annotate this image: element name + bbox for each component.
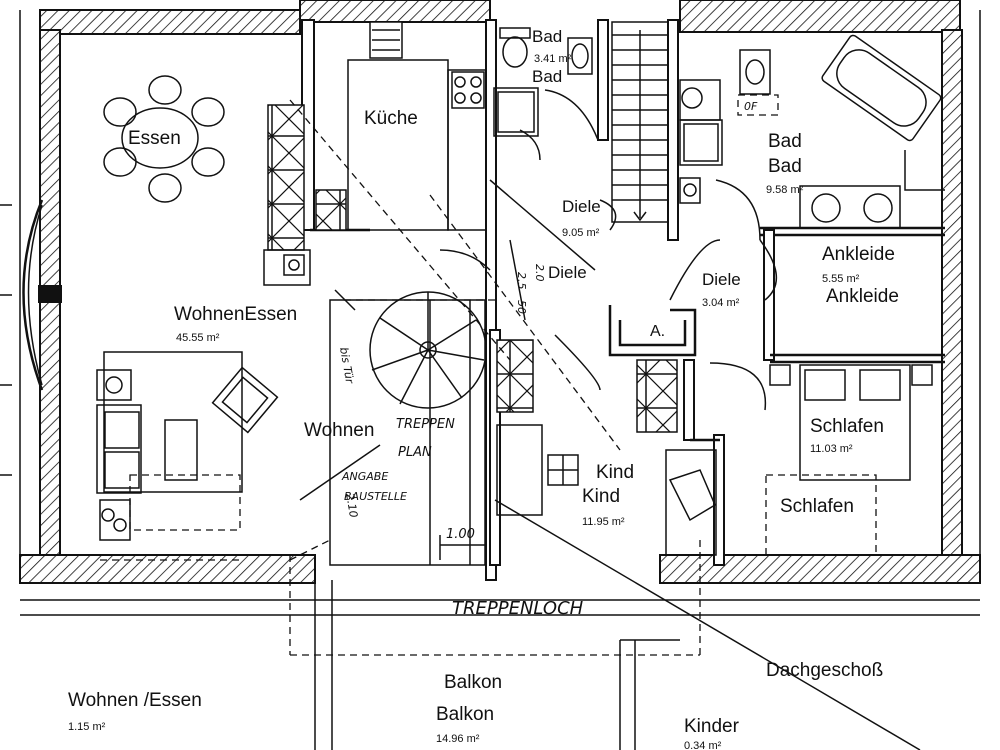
annotation-treppen: TREPPEN (396, 417, 455, 432)
room-label-diele-right: Diele (702, 270, 741, 289)
room-label-ankleide-2: Ankleide (826, 286, 899, 307)
roof-lines (100, 99, 921, 750)
kind-furniture (496, 339, 717, 556)
room-area-diele-right: 3.04 m² (702, 297, 740, 309)
room-label-kind: Kind (596, 462, 634, 483)
room-area-schlafen: 11.03 m² (810, 443, 853, 455)
room-area-diele-top: 9.05 m² (562, 227, 600, 239)
large-bath-fixtures (679, 34, 945, 241)
small-bath-fixtures (493, 27, 599, 141)
room-label-essen: Essen (128, 128, 181, 149)
dining-table (103, 75, 225, 203)
annotation-baustelle: BAUSTELLE (344, 490, 407, 503)
annotation-dim-20: 2.0 (533, 264, 546, 282)
annotation-bis-tuer: bis Tür (337, 346, 356, 386)
floor-label: Dachgeschoß (766, 660, 883, 681)
room-label-diele-mid: Diele (548, 263, 587, 282)
room-label-wohnen: Wohnen (304, 420, 374, 441)
bay-window (22, 199, 62, 391)
room-label-balkon-2: Balkon (436, 704, 494, 725)
annotation-angabe: ANGABE (341, 470, 388, 483)
main-stair (611, 21, 669, 223)
room-area-balkon: 14.96 m² (436, 733, 480, 745)
bed (709, 362, 933, 556)
annotation-dim-0f: 0F (744, 100, 758, 113)
living-furniture (96, 351, 279, 541)
room-area-bad-large: 9.58 m² (766, 184, 804, 196)
annotation-dim-100: 1.00 (446, 527, 475, 542)
room-label-bad-large: Bad (768, 131, 802, 152)
room-label-ankleide: Ankleide (822, 244, 895, 265)
room-label-kind-2: Kind (582, 486, 620, 507)
annotation-dim-210: 2.10 (343, 492, 360, 518)
room-label-kinder: Kinder (684, 716, 740, 737)
door-swings (439, 129, 778, 391)
dimension-marks (0, 204, 526, 560)
room-label-wohnen-essen: WohnenEssen (174, 304, 297, 325)
room-area-kind: 11.95 m² (582, 516, 625, 528)
room-label-bad-small-2: Bad (532, 67, 562, 86)
kitchen-block (263, 21, 487, 286)
room-label-bad-large-2: Bad (768, 156, 802, 177)
balcony (314, 580, 680, 750)
annotation-dim-50: 50 (515, 300, 528, 314)
annotation-dim-25: 2.5 (515, 272, 528, 290)
room-label-balkon: Balkon (444, 672, 502, 693)
room-label-wohnen-essen-bottom: Wohnen /Essen (68, 690, 202, 711)
room-area-wohnen-essen: 45.55 m² (176, 332, 220, 344)
room-area-ankleide: 5.55 m² (822, 273, 860, 285)
room-label-schlafen: Schlafen (810, 416, 884, 437)
room-label-diele-top: Diele (562, 197, 601, 216)
room-label-schlafen-2: Schlafen (780, 496, 854, 517)
room-area-wohnen-essen-bottom: 1.15 m² (68, 721, 106, 733)
annotation-plan: PLAN (398, 445, 432, 460)
room-area-bad-small: 3.41 m² (534, 53, 572, 65)
room-area-kinder: 0.34 m² (684, 740, 722, 750)
room-label-kueche: Küche (364, 108, 418, 129)
room-label-bad-small: Bad (532, 27, 562, 46)
spiral-stair (329, 291, 487, 566)
room-label-a: A. (650, 323, 665, 340)
annotation-treppenloch: TREPPENLOCH (452, 598, 584, 619)
